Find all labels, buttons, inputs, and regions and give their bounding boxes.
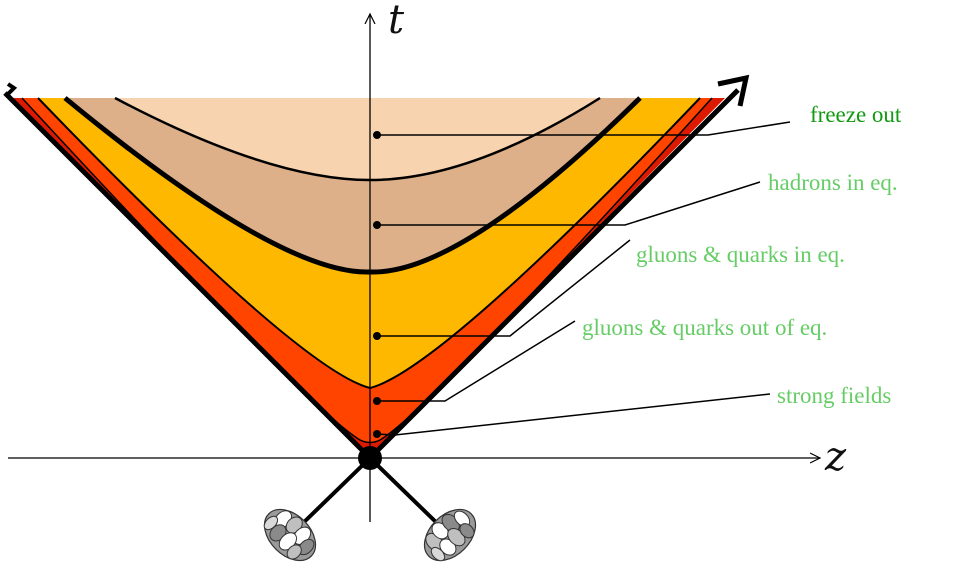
left-light-cone-tip [6,82,18,96]
collision [298,446,442,528]
dot-hadrons [373,221,381,229]
label-gluons-quarks-in-eq: gluons & quarks in eq. [636,242,845,267]
stage-labels: freeze out hadrons in eq. gluons & quark… [582,102,902,408]
collision-point [358,446,382,470]
leader-gluons-eq [377,239,631,337]
right-light-cone-arrowhead [717,74,750,107]
time-axis-label: t [388,0,405,43]
leader-dots [373,131,381,438]
leader-freeze-out [377,121,791,136]
dot-gluons-noneq [373,397,381,405]
incoming-left-track [298,456,372,528]
left-light-cone-line [3,91,372,460]
label-freeze-out: freeze out [810,102,902,127]
cone-regions [8,98,725,458]
dot-strong-fields [373,430,381,438]
nucleus-left-icon [263,508,317,562]
dot-gluons-eq [373,332,381,340]
leader-lines [376,121,791,436]
axes: t z [8,0,847,522]
space-axis-label: z [824,434,847,480]
label-strong-fields: strong fields [777,383,891,408]
leader-strong-fields [376,393,771,436]
leader-hadrons [377,181,761,226]
light-cone [3,74,750,460]
label-hadrons-in-eq: hadrons in eq. [768,170,898,195]
nucleus-right-icon [423,508,477,562]
freeze-out-region [115,98,600,180]
right-light-cone-line [368,88,740,460]
incoming-right-track [368,456,442,528]
dot-freeze-out [373,131,381,139]
label-gluons-quarks-out-of-eq: gluons & quarks out of eq. [582,315,827,340]
leader-gluons-noneq [377,320,576,402]
